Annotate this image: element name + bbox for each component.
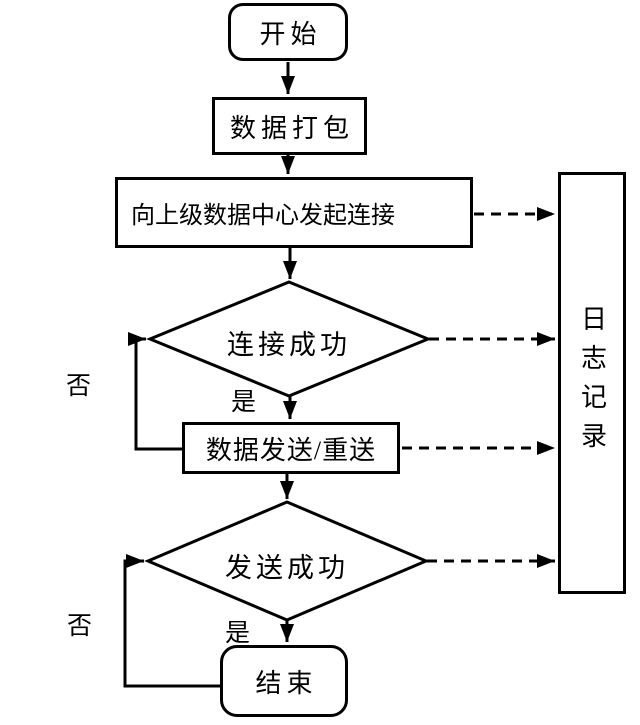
node-connect-success-label: 连接成功 [227,330,351,360]
node-send-success-label: 发送成功 [225,553,349,583]
node-initiate-connection: 向上级数据中心发起连接 [115,177,473,248]
label-send-no: 否 [67,613,93,640]
node-data-pack-label: 数据打包 [229,113,354,143]
edge-loop-no-connect [128,332,183,451]
node-start-label: 开始 [259,19,322,49]
decision-send-success-shape [144,500,430,622]
node-log-record: 日志记录 [558,172,626,594]
label-send-yes: 是 [225,620,251,647]
label-connect-yes: 是 [231,389,257,416]
edge-loop-no-send [123,554,220,688]
node-initiate-connection-label: 向上级数据中心发起连接 [131,203,395,229]
node-data-send-label: 数据发送/重送 [205,435,377,465]
node-data-send: 数据发送/重送 [182,422,400,474]
node-end: 结束 [220,645,348,717]
label-connect-no: 否 [66,373,92,400]
decision-connect-success-shape [146,280,432,398]
node-log-record-label: 日志记录 [577,305,607,461]
node-data-pack: 数据打包 [212,97,367,155]
node-start: 开始 [228,3,348,61]
node-end-label: 结束 [255,668,318,698]
